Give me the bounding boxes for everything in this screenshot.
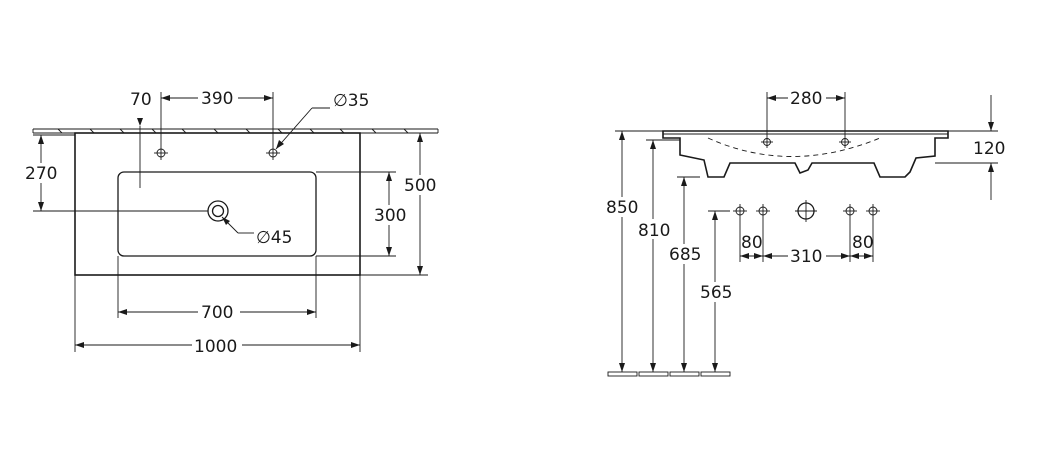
dim-total-depth: 500 <box>404 176 436 196</box>
top-view: 70 390 ∅35 270 500 300 <box>24 88 440 357</box>
dim-bowl-depth: 300 <box>374 206 406 226</box>
dim-tap-spacing: 390 <box>201 89 233 109</box>
dim-tap-offset: 70 <box>130 90 152 110</box>
dim-depth-to-drain: 270 <box>25 164 57 184</box>
mount-hole-3 <box>843 204 857 262</box>
tap-hole-right <box>266 146 280 160</box>
dim-height-810: 810 <box>638 221 670 241</box>
dim-basin-height: 120 <box>973 139 1005 159</box>
dim-bowl-width: 700 <box>201 303 233 323</box>
dim-tap-hole-diameter: ∅35 <box>333 91 369 111</box>
dim-hole-spacing-310: 310 <box>790 247 822 267</box>
mount-hole-2 <box>756 204 770 262</box>
mount-drain <box>795 200 817 222</box>
basin-outline <box>74 132 361 276</box>
mount-hole-4 <box>866 204 880 262</box>
mounting-holes <box>733 200 880 262</box>
profile-tap-right <box>839 92 851 148</box>
dim-hole-80-right: 80 <box>852 233 874 253</box>
dim-drain-diameter: ∅45 <box>256 228 292 248</box>
profile-tap-left <box>761 92 773 148</box>
dim-side-tap-spacing: 280 <box>790 89 822 109</box>
dim-height-685: 685 <box>669 245 701 265</box>
dim-height-850: 850 <box>606 198 638 218</box>
mount-hole-1 <box>733 204 747 262</box>
bowl-outline <box>117 171 317 257</box>
dim-height-565: 565 <box>700 283 732 303</box>
side-view: 280 120 850 810 685 565 <box>604 88 1005 377</box>
floor-segments <box>607 371 731 377</box>
drain-hole <box>207 200 229 222</box>
dim-hole-80-left: 80 <box>741 233 763 253</box>
tap-hole-left <box>154 146 168 160</box>
basin-profile <box>662 130 949 178</box>
dim-total-width: 1000 <box>194 337 237 357</box>
